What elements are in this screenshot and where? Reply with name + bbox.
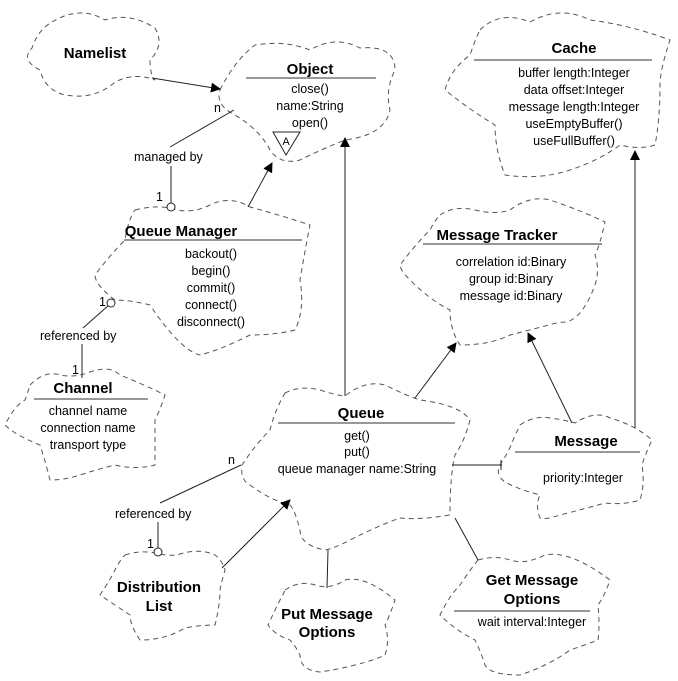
- class-title: Queue Manager: [125, 223, 238, 240]
- inheritance-message-message-tracker[interactable]: [527, 332, 573, 424]
- class-cache[interactable]: Cache buffer length:Integer data offset:…: [444, 12, 671, 178]
- class-member: useEmptyBuffer(): [525, 117, 622, 131]
- multiplicity-label: 1: [72, 363, 79, 377]
- association-channel-referenced-by[interactable]: referenced by 1 1: [40, 295, 117, 378]
- class-member: channel name: [49, 404, 128, 418]
- class-member: put(): [344, 445, 370, 459]
- class-message[interactable]: Message priority:Integer: [497, 414, 653, 520]
- association-label: referenced by: [115, 507, 192, 521]
- cloud-outline: [94, 200, 311, 356]
- class-member: priority:Integer: [543, 471, 623, 485]
- class-member: commit(): [187, 281, 236, 295]
- cloud-outline: [4, 368, 166, 481]
- association-line: [169, 109, 235, 148]
- cloud-outline: [218, 41, 396, 162]
- inheritance-namelist-object[interactable]: [151, 77, 221, 93]
- inheritance-queue-manager-object[interactable]: [247, 162, 273, 208]
- abstract-marker-label: A: [282, 136, 290, 148]
- class-title-line: Options: [299, 624, 356, 641]
- cloud-outline: [399, 198, 606, 346]
- class-title-line: Get Message: [486, 572, 579, 589]
- class-title-line: Options: [504, 591, 561, 608]
- association-label: referenced by: [40, 329, 117, 343]
- multiplicity-label: n: [214, 101, 221, 115]
- association-dl-referenced-by[interactable]: referenced by n 1: [115, 453, 242, 557]
- multiplicity-label: 1: [147, 537, 154, 551]
- association-label: managed by: [134, 150, 204, 164]
- cloud-outline: [99, 550, 226, 641]
- class-member: group id:Binary: [469, 272, 554, 286]
- class-queue[interactable]: Queue get() put() queue manager name:Str…: [241, 383, 471, 551]
- multiplicity-label: 1: [99, 295, 106, 309]
- class-member: close(): [291, 82, 329, 96]
- class-member: disconnect(): [177, 315, 245, 329]
- class-title-line: Put Message: [281, 606, 373, 623]
- class-member: transport type: [50, 438, 126, 452]
- class-member: correlation id:Binary: [456, 255, 567, 269]
- class-title: Cache: [551, 40, 596, 57]
- class-message-tracker[interactable]: Message Tracker correlation id:Binary gr…: [399, 198, 606, 346]
- class-title-line: Distribution: [117, 579, 201, 596]
- aggregation-ring-icon: [153, 547, 163, 557]
- class-member: message length:Integer: [509, 100, 640, 114]
- class-get-message-options[interactable]: Get Message Options wait interval:Intege…: [439, 553, 611, 676]
- inheritance-queue-message-tracker[interactable]: [414, 342, 457, 399]
- class-member: wait interval:Integer: [477, 615, 586, 629]
- class-member: message id:Binary: [460, 289, 564, 303]
- class-title: Channel: [53, 380, 112, 397]
- multiplicity-label: n: [228, 453, 235, 467]
- cloud-outline: [497, 414, 653, 520]
- class-put-message-options[interactable]: Put Message Options: [267, 578, 396, 673]
- cloud-outline: [444, 12, 671, 178]
- class-member: connect(): [185, 298, 237, 312]
- association-line: [159, 464, 242, 504]
- class-member: backout(): [185, 247, 237, 261]
- class-namelist[interactable]: Namelist: [27, 12, 160, 97]
- cloud-outline: [241, 383, 471, 551]
- association-queue-get-message-options[interactable]: [454, 517, 479, 561]
- class-title: Queue: [338, 405, 385, 422]
- aggregation-ring-icon: [106, 298, 116, 308]
- class-title: Namelist: [64, 45, 127, 62]
- class-member: connection name: [40, 421, 135, 435]
- class-distribution-list[interactable]: Distribution List: [99, 550, 226, 641]
- class-member: queue manager name:String: [278, 462, 436, 476]
- association-line: [82, 304, 110, 329]
- class-object[interactable]: Object close() name:String open() A: [218, 41, 396, 162]
- abstract-marker-icon: [272, 131, 301, 156]
- class-member: data offset:Integer: [524, 83, 625, 97]
- class-queue-manager[interactable]: Queue Manager backout() begin() commit()…: [94, 200, 311, 356]
- association-queue-put-message-options[interactable]: [326, 549, 329, 589]
- class-member: name:String: [276, 99, 343, 113]
- class-title: Object: [287, 61, 334, 78]
- cloud-outline: [27, 12, 160, 97]
- association-managed-by[interactable]: managed by n 1: [134, 101, 235, 212]
- class-member: begin(): [192, 264, 231, 278]
- multiplicity-label: 1: [156, 190, 163, 204]
- cloud-outline: [439, 553, 611, 676]
- cloud-outline: [267, 578, 396, 673]
- class-member: useFullBuffer(): [533, 134, 615, 148]
- class-member: buffer length:Integer: [518, 66, 630, 80]
- aggregation-ring-icon: [166, 202, 176, 212]
- class-title-line: List: [146, 598, 173, 615]
- class-channel[interactable]: Channel channel name connection name tra…: [4, 368, 166, 481]
- class-title: Message Tracker: [437, 227, 558, 244]
- class-member: open(): [292, 116, 328, 130]
- class-member: get(): [344, 429, 370, 443]
- class-title: Message: [554, 433, 617, 450]
- inheritance-distribution-list-queue[interactable]: [221, 499, 291, 569]
